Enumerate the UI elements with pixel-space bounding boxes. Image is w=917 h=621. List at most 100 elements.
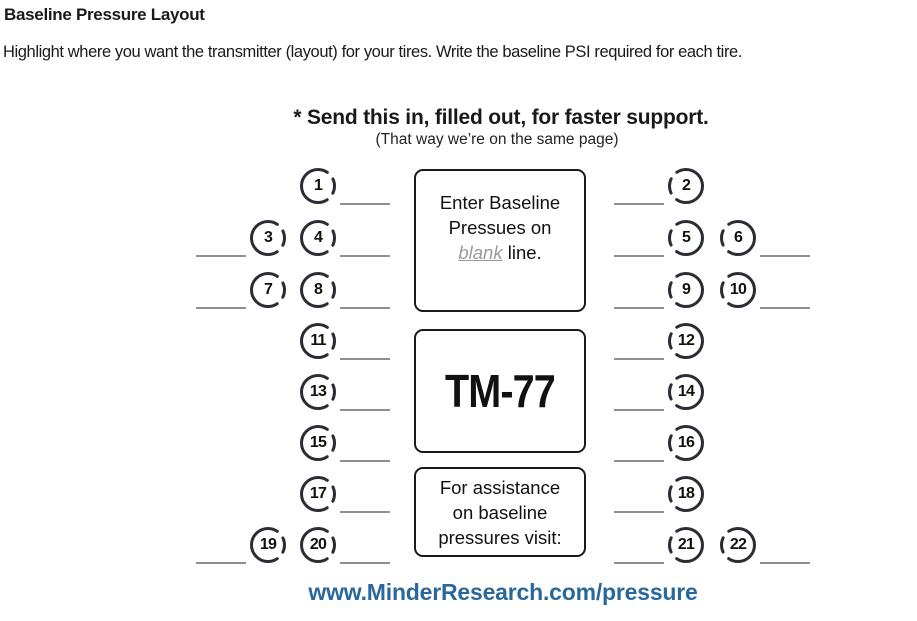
sensor-ring-icon — [668, 323, 704, 359]
sensor-22[interactable]: 22 — [720, 527, 756, 563]
psi-blank-line-2[interactable] — [614, 203, 664, 205]
enter-baseline-line3: blank line. — [458, 240, 541, 265]
psi-blank-line-20[interactable] — [340, 562, 390, 564]
callout-subtext: (That way we’re on the same page) — [375, 131, 619, 148]
sensor-number: 16 — [677, 434, 695, 451]
sensor-ring-icon — [720, 272, 756, 308]
sensor-number: 11 — [310, 332, 326, 349]
psi-blank-line-16[interactable] — [614, 460, 664, 462]
sensor-number: 14 — [677, 383, 695, 400]
sensor-ring-icon — [300, 374, 336, 410]
support-url-link[interactable]: www.MinderResearch.com/pressure — [308, 579, 698, 605]
sensor-ring-icon — [720, 220, 756, 256]
enter-baseline-line2: Pressues on — [448, 217, 552, 238]
enter-baseline-line1: Enter Baseline — [439, 192, 561, 213]
sensor-number: 17 — [309, 485, 327, 502]
sensor-3[interactable]: 3 — [250, 220, 286, 256]
psi-blank-line-17[interactable] — [340, 511, 390, 513]
sensor-number: 2 — [681, 177, 691, 194]
sensor-number: 10 — [729, 281, 747, 298]
sensor-ring-icon — [300, 425, 336, 461]
sensor-number: 4 — [313, 229, 323, 246]
enter-baseline-box: Enter Baseline Pressues on blank line. — [414, 169, 586, 312]
sensor-number: 3 — [263, 229, 273, 246]
sensor-ring-icon — [668, 476, 704, 512]
sensor-number: 15 — [309, 434, 327, 451]
sensor-ring-icon — [300, 527, 336, 563]
sensor-ring-icon — [668, 168, 704, 204]
sensor-ring-icon — [250, 220, 286, 256]
sensor-10[interactable]: 10 — [720, 272, 756, 308]
sensor-7[interactable]: 7 — [250, 272, 286, 308]
sensor-18[interactable]: 18 — [668, 476, 704, 512]
sensor-number: 22 — [729, 536, 747, 553]
sensor-12[interactable]: 12 — [668, 323, 704, 359]
sensor-number: 12 — [677, 332, 695, 349]
sensor-15[interactable]: 15 — [300, 425, 336, 461]
sensor-number: 1 — [313, 177, 323, 194]
sensor-2[interactable]: 2 — [668, 168, 704, 204]
sensor-19[interactable]: 19 — [250, 527, 286, 563]
sensor-ring-icon — [300, 476, 336, 512]
sensor-ring-icon — [300, 168, 336, 204]
sensor-ring-icon — [720, 527, 756, 563]
sensor-number: 7 — [263, 281, 273, 298]
sensor-6[interactable]: 6 — [720, 220, 756, 256]
sensor-1[interactable]: 1 — [300, 168, 336, 204]
psi-blank-line-3[interactable] — [196, 255, 246, 257]
psi-blank-line-12[interactable] — [614, 358, 664, 360]
sensor-number: 13 — [309, 383, 327, 400]
sensor-number: 20 — [309, 536, 327, 553]
sensor-14[interactable]: 14 — [668, 374, 704, 410]
sensor-number: 6 — [733, 229, 743, 246]
sensor-number: 9 — [681, 281, 691, 298]
sensor-20[interactable]: 20 — [300, 527, 336, 563]
psi-blank-line-10[interactable] — [760, 307, 810, 309]
psi-blank-line-22[interactable] — [760, 562, 810, 564]
sensor-ring-icon — [668, 527, 704, 563]
psi-blank-line-9[interactable] — [614, 307, 664, 309]
page-title: Baseline Pressure Layout — [4, 5, 205, 24]
page-instructions: Highlight where you want the transmitter… — [3, 43, 742, 61]
sensor-13[interactable]: 13 — [300, 374, 336, 410]
assistance-box: For assistance on baseline pressures vis… — [414, 467, 586, 557]
psi-blank-line-11[interactable] — [340, 358, 390, 360]
sensor-number: 19 — [259, 536, 277, 553]
sensor-ring-icon — [250, 527, 286, 563]
psi-blank-line-8[interactable] — [340, 307, 390, 309]
psi-blank-line-5[interactable] — [614, 255, 664, 257]
assistance-line1: For assistance — [439, 476, 561, 498]
psi-blank-line-4[interactable] — [340, 255, 390, 257]
sensor-number: 18 — [677, 485, 695, 502]
sensor-16[interactable]: 16 — [668, 425, 704, 461]
psi-blank-line-14[interactable] — [614, 409, 664, 411]
sensor-5[interactable]: 5 — [668, 220, 704, 256]
sensor-11[interactable]: 11 — [300, 323, 336, 359]
sensor-9[interactable]: 9 — [668, 272, 704, 308]
sensor-ring-icon — [300, 272, 336, 308]
psi-blank-line-13[interactable] — [340, 409, 390, 411]
assistance-line2: on baseline — [452, 501, 548, 523]
psi-blank-line-6[interactable] — [760, 255, 810, 257]
transmitter-model-label: TM-77 — [445, 364, 556, 417]
psi-blank-line-18[interactable] — [614, 511, 664, 513]
sensor-ring-icon — [300, 323, 336, 359]
transmitter-model-box: TM-77 — [414, 329, 586, 453]
psi-blank-line-7[interactable] — [196, 307, 246, 309]
sensor-number: 8 — [313, 281, 323, 298]
psi-blank-line-19[interactable] — [196, 562, 246, 564]
sensor-number: 5 — [681, 229, 691, 246]
sensor-21[interactable]: 21 — [668, 527, 704, 563]
psi-blank-line-15[interactable] — [340, 460, 390, 462]
sensor-4[interactable]: 4 — [300, 220, 336, 256]
sensor-ring-icon — [668, 425, 704, 461]
psi-blank-line-21[interactable] — [614, 562, 664, 564]
sensor-number: 21 — [677, 536, 695, 553]
sensor-8[interactable]: 8 — [300, 272, 336, 308]
sensor-17[interactable]: 17 — [300, 476, 336, 512]
sensor-ring-icon — [300, 220, 336, 256]
psi-blank-line-1[interactable] — [340, 203, 390, 205]
enter-baseline-line3-rest: line. — [502, 242, 542, 263]
sensor-ring-icon — [668, 220, 704, 256]
